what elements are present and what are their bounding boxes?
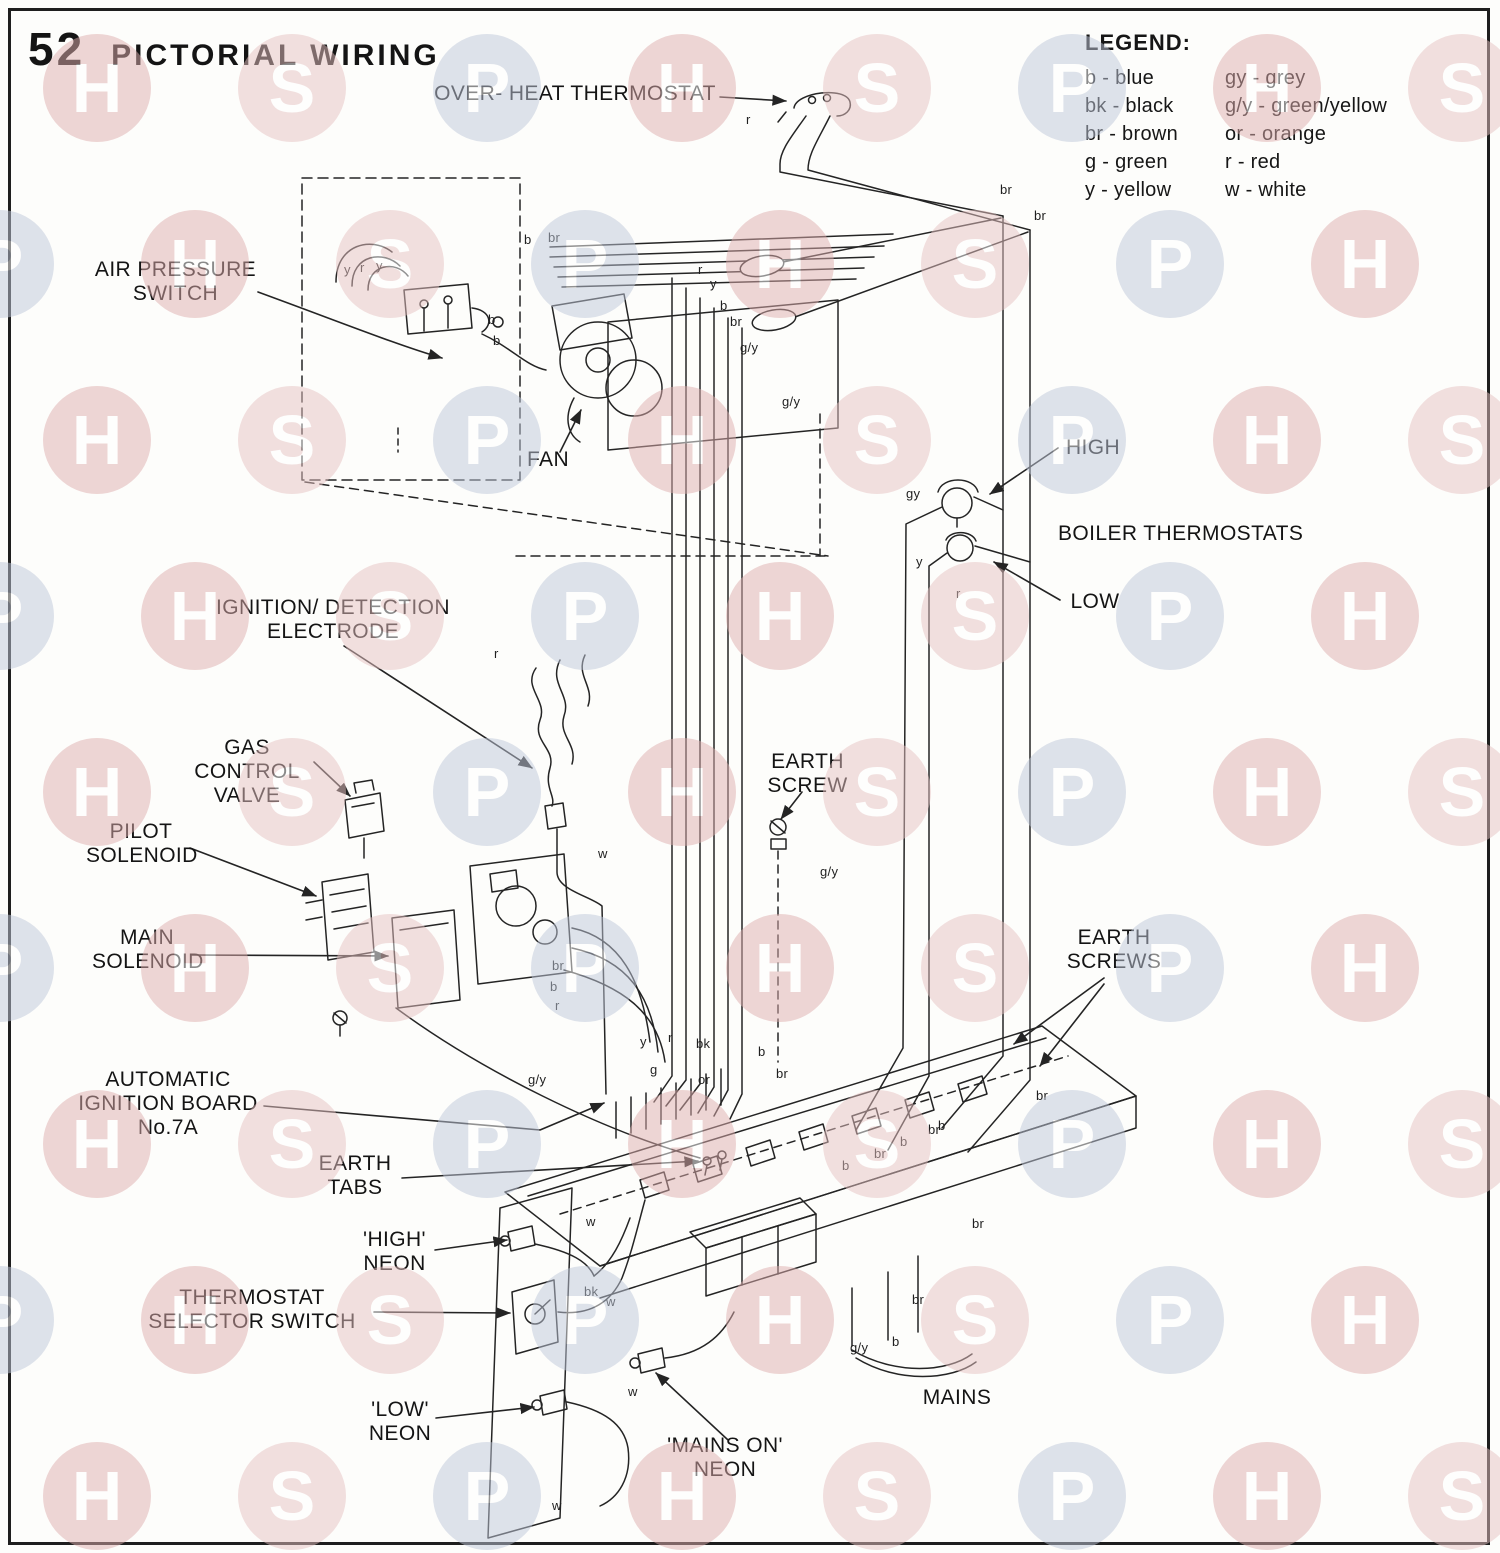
wire-tag: r: [360, 260, 365, 275]
wire-tag: b: [524, 232, 532, 247]
wire-tag: bk: [584, 1284, 599, 1299]
boiler-thermostats-components: [855, 479, 1031, 1151]
label-auto-ignition-board: AUTOMATIC IGNITION BOARD No.7A: [78, 1068, 258, 1139]
label-mains: MAINS: [922, 1386, 992, 1409]
wire-tag: r: [698, 262, 703, 277]
wire-tag: y: [376, 258, 383, 273]
wire-tag: g/y: [850, 1340, 869, 1355]
label-air-pressure-switch: AIR PRESSURE SWITCH: [94, 258, 257, 305]
air-pressure-switch-component: [301, 177, 829, 557]
label-earth-screw: EARTH SCREW: [767, 750, 848, 797]
wire-tag: g: [650, 1062, 658, 1077]
legend-entry: b - blue: [1085, 67, 1155, 89]
neon-panel: [487, 1187, 735, 1539]
label-main-solenoid: MAIN SOLENOID: [92, 926, 204, 973]
legend-entry: y - yellow: [1085, 179, 1172, 201]
overheat-thermostat-component: [777, 91, 1031, 231]
wire-tag: r: [668, 1030, 673, 1045]
wire-tag: br: [928, 1122, 941, 1137]
leader-arrows: [189, 94, 1105, 1441]
wire-tag: y: [710, 276, 717, 291]
wire-tag: b: [720, 298, 728, 313]
label-boiler-thermostats: BOILER THERMOSTATS: [1058, 522, 1304, 545]
legend-entry: or - orange: [1225, 123, 1327, 145]
fan-wire-bundle: [549, 217, 1029, 332]
legend-entry: g/y - green/yellow: [1225, 95, 1388, 117]
legend-entry: r - red: [1225, 151, 1281, 173]
label-low: LOW: [1070, 590, 1120, 613]
legend: LEGEND: b - blue bk - black br - brown g…: [1085, 30, 1415, 204]
wire-tag: br: [874, 1146, 887, 1161]
legend-entry: w - white: [1225, 179, 1307, 201]
legend-entry: br - brown: [1085, 123, 1179, 145]
page-number: 52: [28, 23, 86, 75]
wire-tag: w: [606, 1294, 616, 1309]
wire-tag: or: [698, 1072, 711, 1087]
legend-entry: g - green: [1085, 151, 1168, 173]
label-earth-tabs: EARTH TABS: [318, 1152, 392, 1199]
control-board: [504, 1025, 1137, 1299]
wire-tag: b: [892, 1334, 900, 1349]
wire-tag: g/y: [820, 864, 839, 879]
wire-tag: br: [552, 958, 565, 973]
wire-tag: w: [598, 846, 608, 861]
wire-tag: br: [1034, 208, 1047, 223]
page-header: 52 PICTORIAL WIRING: [28, 22, 440, 76]
wire-tag: w: [586, 1214, 596, 1229]
legend-title: LEGEND:: [1085, 30, 1191, 55]
ignition-electrode-component: [531, 654, 607, 1095]
wire-tag: g/y: [528, 1072, 547, 1087]
wire-tag: gy: [906, 486, 921, 501]
label-low-neon: 'LOW' NEON: [368, 1398, 432, 1445]
label-high: HIGH: [1065, 436, 1121, 459]
wire-tag: w: [628, 1384, 638, 1399]
wire-tag: w: [552, 1498, 562, 1513]
wire-tag: b: [842, 1158, 850, 1173]
wire-tag: br: [1000, 182, 1013, 197]
wire-tag: b: [488, 312, 496, 327]
label-ignition-electrode: IGNITION/ DETECTION ELECTRODE: [216, 596, 450, 643]
wire-tag: y: [640, 1034, 647, 1049]
wire-tag: r: [956, 586, 961, 601]
wire-tag: y: [344, 262, 351, 277]
page-title: PICTORIAL WIRING: [111, 39, 440, 72]
wire-tag: b: [900, 1134, 908, 1149]
wire-tag: b: [493, 333, 501, 348]
label-earth-screws: EARTH SCREWS: [1066, 926, 1162, 973]
wire-tag: r: [746, 112, 751, 127]
right-vertical-wires: [941, 215, 1031, 1153]
wire-tag: g/y: [740, 340, 759, 355]
wire-tag: bk: [696, 1036, 711, 1051]
wire-tag: g/y: [782, 394, 801, 409]
center-vertical-wires: [653, 277, 743, 1120]
mains-cable: [851, 1255, 977, 1378]
label-thermostat-selector: THERMOSTAT SELECTOR SWITCH: [148, 1286, 356, 1333]
wire-tag: b: [758, 1044, 766, 1059]
wire-tag: br: [776, 1066, 789, 1081]
wire-tag: b: [550, 979, 558, 994]
label-fan: FAN: [526, 448, 570, 471]
wire-tag: br: [972, 1216, 985, 1231]
legend-entry: bk - black: [1085, 95, 1174, 117]
wire-tag: y: [916, 554, 923, 569]
wire-tag: br: [548, 230, 561, 245]
wire-tag: br: [912, 1292, 925, 1307]
wire-tag: br: [730, 314, 743, 329]
gas-valve-solenoid-cluster: [305, 779, 701, 1159]
label-overheat-thermostat: OVER- HEAT THERMOSTAT: [434, 82, 716, 105]
label-mains-on-neon: 'MAINS ON' NEON: [667, 1434, 783, 1481]
wire-tag: r: [494, 646, 499, 661]
label-high-neon: 'HIGH' NEON: [363, 1228, 426, 1275]
label-gas-control-valve: GAS CONTROL VALVE: [194, 736, 300, 807]
wire-tag: br: [1036, 1088, 1049, 1103]
earth-screw-component: [769, 818, 787, 1063]
wire-tag: r: [555, 998, 560, 1013]
label-pilot-solenoid: PILOT SOLENOID: [86, 820, 198, 867]
legend-entry: gy - grey: [1225, 67, 1306, 89]
